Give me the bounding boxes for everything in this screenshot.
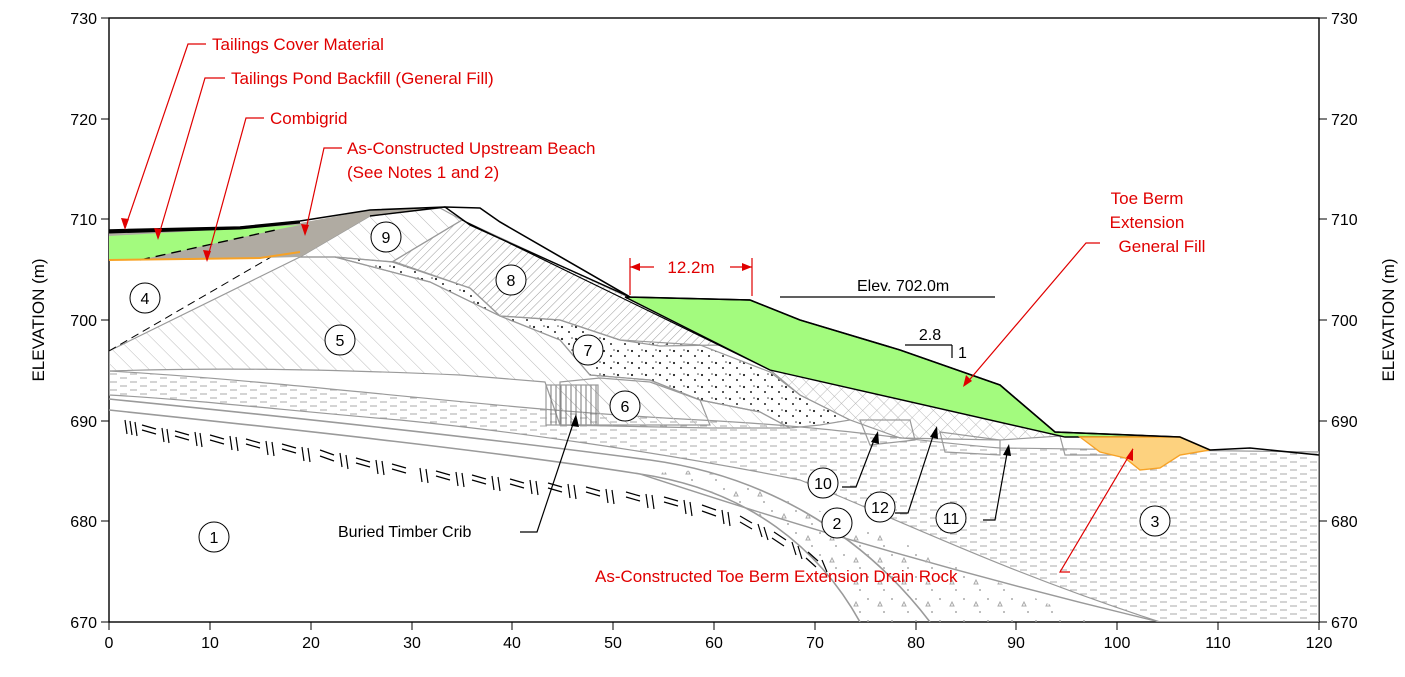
zone-2-layer (640, 470, 1090, 622)
x-tick: 60 (705, 635, 723, 652)
zone-markers (129, 221, 1171, 553)
slope-horizontal: 2.8 (919, 327, 941, 344)
zone-label-11: 11 (943, 511, 960, 528)
black-leaders (520, 417, 1009, 533)
y-tick-right: 700 (1331, 313, 1358, 330)
callout-leaders (124, 43, 1134, 573)
callout-upstream-beach: As-Constructed Upstream Beach (347, 139, 596, 158)
x-tick: 20 (302, 635, 320, 652)
x-tick: 50 (604, 635, 622, 652)
y-tick-left: 710 (70, 212, 97, 229)
x-tick: 100 (1104, 635, 1131, 652)
callout-combigrid: Combigrid (270, 109, 347, 128)
zone-label-2: 2 (833, 516, 842, 533)
callout-toe-berm: Toe Berm (1111, 189, 1184, 208)
callout-drain-rock: As-Constructed Toe Berm Extension Drain … (595, 567, 958, 586)
callout-toe-berm-extension: Extension (1110, 213, 1185, 232)
x-tick: 80 (907, 635, 925, 652)
bedrock-marks (124, 419, 828, 573)
x-tick: 10 (201, 635, 219, 652)
zone-label-12: 12 (871, 500, 889, 517)
x-tick: 30 (403, 635, 421, 652)
x-axis (108, 622, 1320, 630)
x-tick: 90 (1007, 635, 1025, 652)
callout-tailings-cover: Tailings Cover Material (212, 35, 384, 54)
y-tick-left: 720 (70, 112, 97, 129)
zone-label-8: 8 (507, 273, 516, 290)
x-tick: 70 (806, 635, 824, 652)
callout-arrowheads (121, 218, 1133, 461)
zone-3-layer (109, 370, 1319, 622)
y-tick-right: 670 (1331, 615, 1358, 632)
y-tick-right: 680 (1331, 514, 1358, 531)
black-arrowheads (571, 414, 1011, 456)
zone-label-3: 3 (1151, 514, 1160, 531)
y-tick-left: 730 (70, 11, 97, 28)
combigrid-line (109, 251, 301, 261)
y-tick-right: 720 (1331, 112, 1358, 129)
slope-vertical: 1 (958, 345, 967, 362)
y-tick-left: 680 (70, 514, 97, 531)
callout-upstream-beach-notes: (See Notes 1 and 2) (347, 163, 499, 182)
timber-crib (545, 384, 599, 426)
zone-label-4: 4 (141, 291, 150, 308)
x-tick: 120 (1306, 635, 1333, 652)
elevation-label: Elev. 702.0m (857, 278, 949, 295)
tailings-cover (109, 220, 301, 234)
x-tick: 40 (503, 635, 521, 652)
y-axis-label-right: ELEVATION (m) (1379, 258, 1398, 381)
zone-label-1: 1 (210, 530, 219, 547)
x-tick: 0 (105, 635, 114, 652)
callout-timber-crib: Buried Timber Crib (338, 524, 471, 541)
slope-indicator (905, 344, 953, 358)
y-tick-left: 670 (70, 615, 97, 632)
callout-toe-berm-general-fill: General Fill (1119, 237, 1206, 256)
callout-tailings-pond-backfill: Tailings Pond Backfill (General Fill) (231, 69, 494, 88)
right-axis (1319, 17, 1327, 623)
zone-label-9: 9 (382, 230, 391, 247)
y-tick-left: 690 (70, 414, 97, 431)
y-tick-right: 690 (1331, 414, 1358, 431)
y-tick-left: 700 (70, 313, 97, 330)
zone-label-10: 10 (814, 476, 832, 493)
x-tick: 110 (1205, 635, 1231, 652)
dimension-width-label: 12.2m (667, 258, 714, 277)
y-tick-right: 710 (1331, 212, 1358, 229)
zone-label-7: 7 (584, 343, 593, 360)
ground-surface (109, 206, 1319, 456)
left-axis (101, 17, 109, 623)
y-tick-right: 730 (1331, 11, 1358, 28)
zone-label-6: 6 (621, 399, 630, 416)
y-axis-label-left: ELEVATION (m) (29, 258, 48, 381)
zone-label-5: 5 (336, 333, 345, 350)
